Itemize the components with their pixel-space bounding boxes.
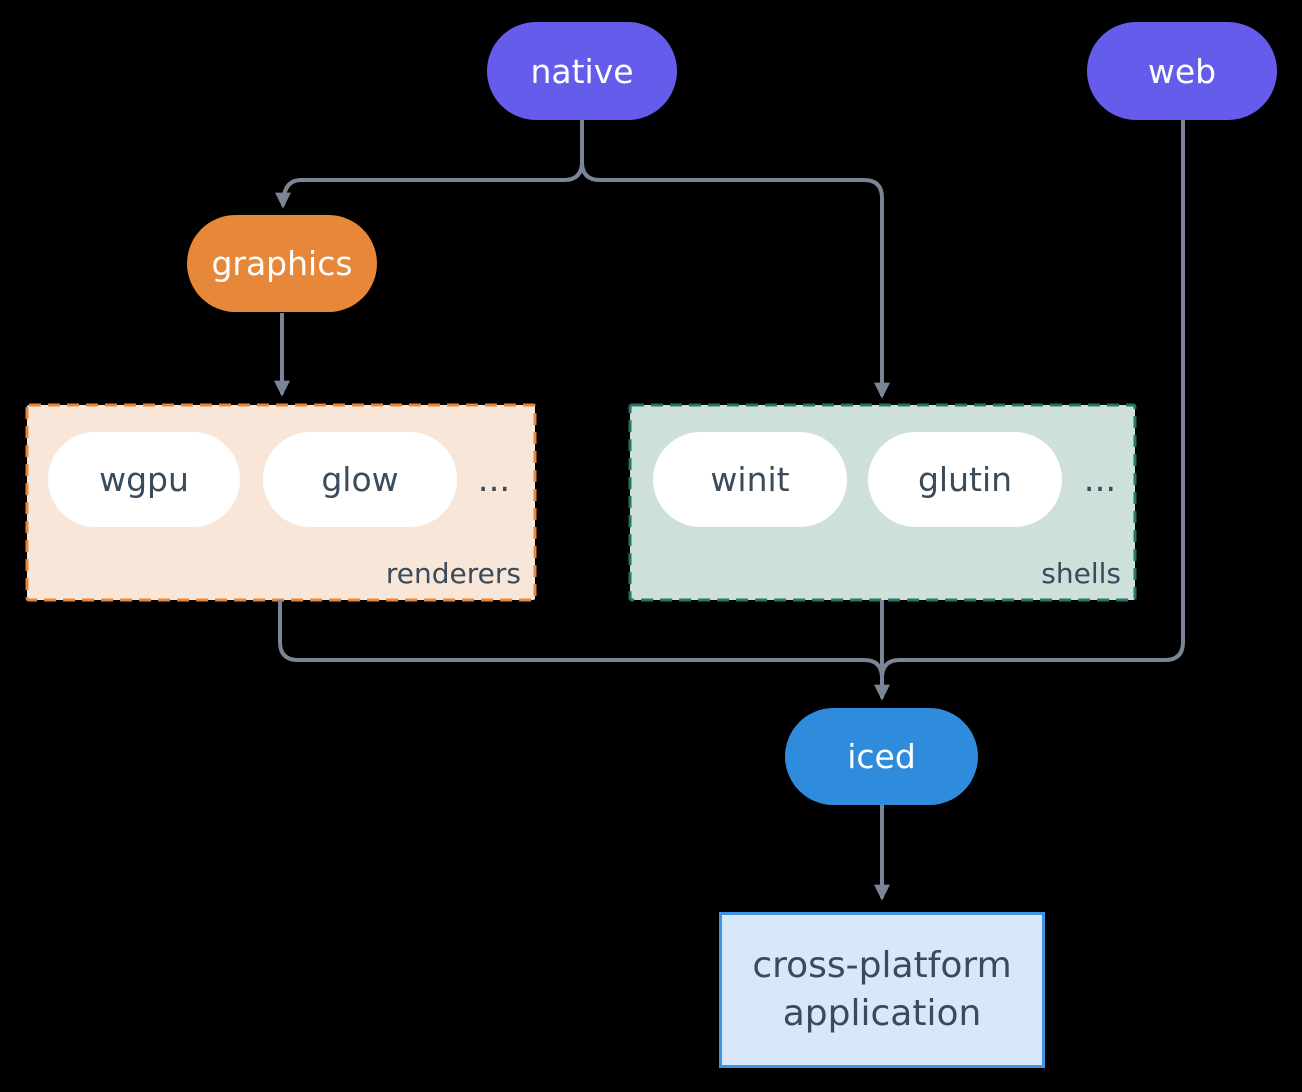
shells-group: winit glutin ... shells bbox=[630, 405, 1135, 600]
node-iced-label: iced bbox=[847, 737, 916, 776]
shells-ellipsis: ... bbox=[1083, 459, 1117, 500]
shells-group-label: shells bbox=[1041, 557, 1121, 590]
node-graphics: graphics bbox=[187, 215, 377, 312]
node-web-label: web bbox=[1147, 51, 1217, 91]
edge-web-to-junction bbox=[880, 120, 1185, 679]
node-wgpu-label: wgpu bbox=[99, 460, 189, 499]
node-glutin: glutin bbox=[868, 432, 1062, 527]
renderers-group-label: renderers bbox=[385, 557, 521, 590]
node-application: cross-platform application bbox=[719, 912, 1045, 1068]
node-winit: winit bbox=[653, 432, 847, 527]
node-graphics-label: graphics bbox=[211, 244, 353, 283]
node-glow-label: glow bbox=[321, 460, 399, 499]
node-glow: glow bbox=[263, 432, 457, 527]
edges bbox=[274, 120, 1185, 901]
node-winit-label: winit bbox=[710, 460, 790, 499]
node-native: native bbox=[487, 22, 677, 120]
node-native-label: native bbox=[530, 51, 634, 91]
node-wgpu: wgpu bbox=[48, 432, 240, 527]
edge-renderers-to-junction bbox=[278, 600, 884, 679]
node-web: web bbox=[1087, 22, 1277, 120]
node-iced: iced bbox=[785, 708, 978, 805]
node-glutin-label: glutin bbox=[917, 460, 1013, 499]
edge-native-to-shells bbox=[580, 120, 890, 399]
renderers-group: wgpu glow ... renderers bbox=[27, 405, 535, 600]
node-application-label-line2: application bbox=[782, 993, 982, 1034]
renderers-ellipsis: ... bbox=[477, 459, 511, 500]
node-application-label-line1: cross-platform bbox=[752, 945, 1012, 986]
edge-native-to-graphics bbox=[275, 120, 584, 209]
